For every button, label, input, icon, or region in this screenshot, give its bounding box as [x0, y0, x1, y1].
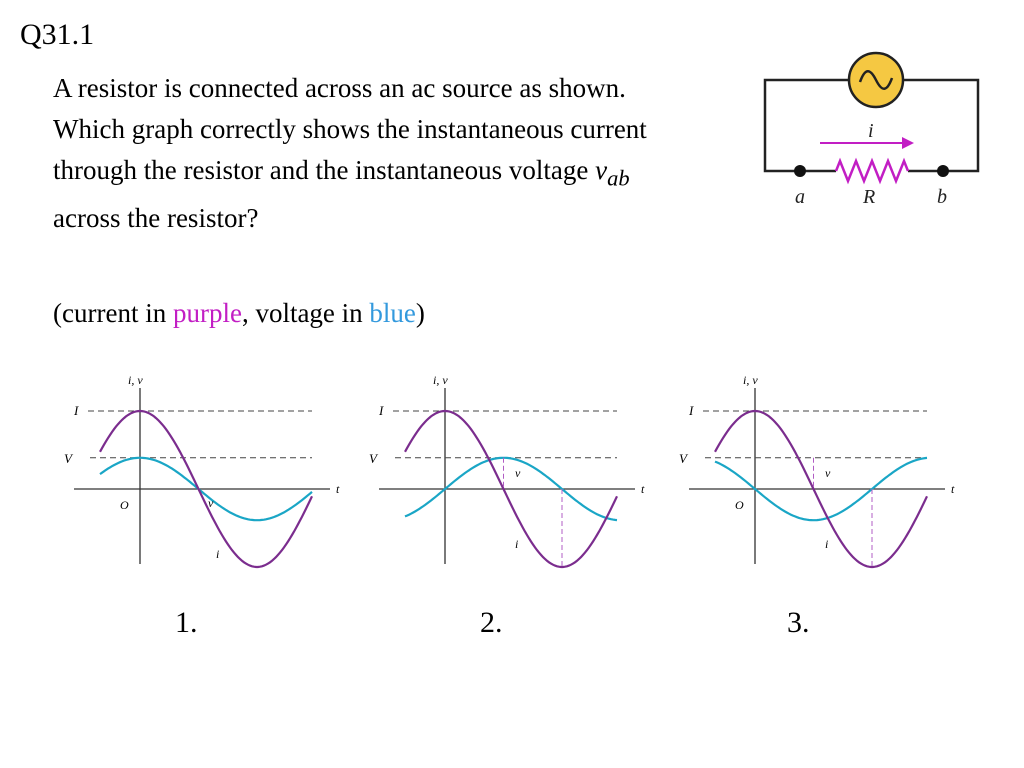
- graph-3: t i, v I V Ov i: [679, 373, 955, 569]
- option-3-label[interactable]: 3.: [787, 606, 810, 639]
- color-legend-note: (current in purple, voltage in blue): [53, 298, 425, 329]
- current-arrow-head: [902, 137, 914, 149]
- resistor-label: R: [862, 186, 875, 208]
- current-curve: [99, 409, 313, 569]
- option-2-label[interactable]: 2.: [480, 606, 503, 639]
- node-b-dot: [937, 165, 949, 177]
- t-axis-label: t: [641, 482, 645, 496]
- current-curve: [714, 409, 928, 569]
- note-blue-word: blue: [369, 298, 416, 328]
- note-open: (current in: [53, 298, 173, 328]
- peak-voltage-label: V: [679, 451, 689, 466]
- voltage-curve-label: v: [208, 496, 214, 510]
- voltage-curve: [99, 456, 313, 522]
- node-a-dot: [794, 165, 806, 177]
- option-1-label[interactable]: 1.: [175, 606, 198, 639]
- question-text-after: across the resistor?: [53, 203, 259, 234]
- current-curve-label: i: [515, 537, 518, 551]
- iv-axis-label: i, v: [128, 373, 143, 387]
- peak-current-label: I: [73, 403, 79, 418]
- peak-voltage-label: V: [64, 451, 74, 466]
- origin-label: O: [120, 498, 129, 512]
- voltage-curve: [404, 456, 618, 522]
- circuit-diagram: i a R b: [763, 51, 980, 208]
- peak-current-label: I: [378, 403, 384, 418]
- current-curve-label: i: [825, 537, 828, 551]
- current-label: i: [868, 120, 874, 142]
- node-a-label: a: [795, 186, 805, 208]
- iv-axis-label: i, v: [743, 373, 758, 387]
- question-text-before: A resistor is connected across an ac sou…: [53, 73, 647, 185]
- note-purple-word: purple: [172, 298, 242, 328]
- peak-voltage-label: V: [369, 451, 379, 466]
- note-close: ): [415, 298, 425, 328]
- iv-axis-label: i, v: [433, 373, 448, 387]
- t-axis-label: t: [336, 482, 340, 496]
- voltage-curve-label: v: [515, 466, 521, 480]
- voltage-subscript: ab: [607, 165, 630, 191]
- current-curve-label: i: [216, 547, 219, 561]
- voltage-symbol: v: [595, 155, 608, 185]
- graph-2: t i, v I Vv i: [369, 373, 645, 569]
- voltage-curve: [714, 456, 928, 522]
- t-axis-label: t: [951, 482, 955, 496]
- origin-label: O: [735, 498, 744, 512]
- resistor-zigzag: [834, 157, 910, 185]
- current-curve: [404, 409, 618, 569]
- node-b-label: b: [937, 186, 947, 208]
- circuit-wire-right: [904, 78, 980, 173]
- question-id: Q31.1: [20, 18, 95, 51]
- circuit-wire-left: [763, 78, 848, 173]
- voltage-curve-label: v: [825, 466, 831, 480]
- note-mid: , voltage in: [241, 298, 370, 328]
- sine-wave-icon: [858, 70, 894, 90]
- peak-current-label: I: [688, 403, 694, 418]
- question-text: A resistor is connected across an ac sou…: [53, 68, 673, 239]
